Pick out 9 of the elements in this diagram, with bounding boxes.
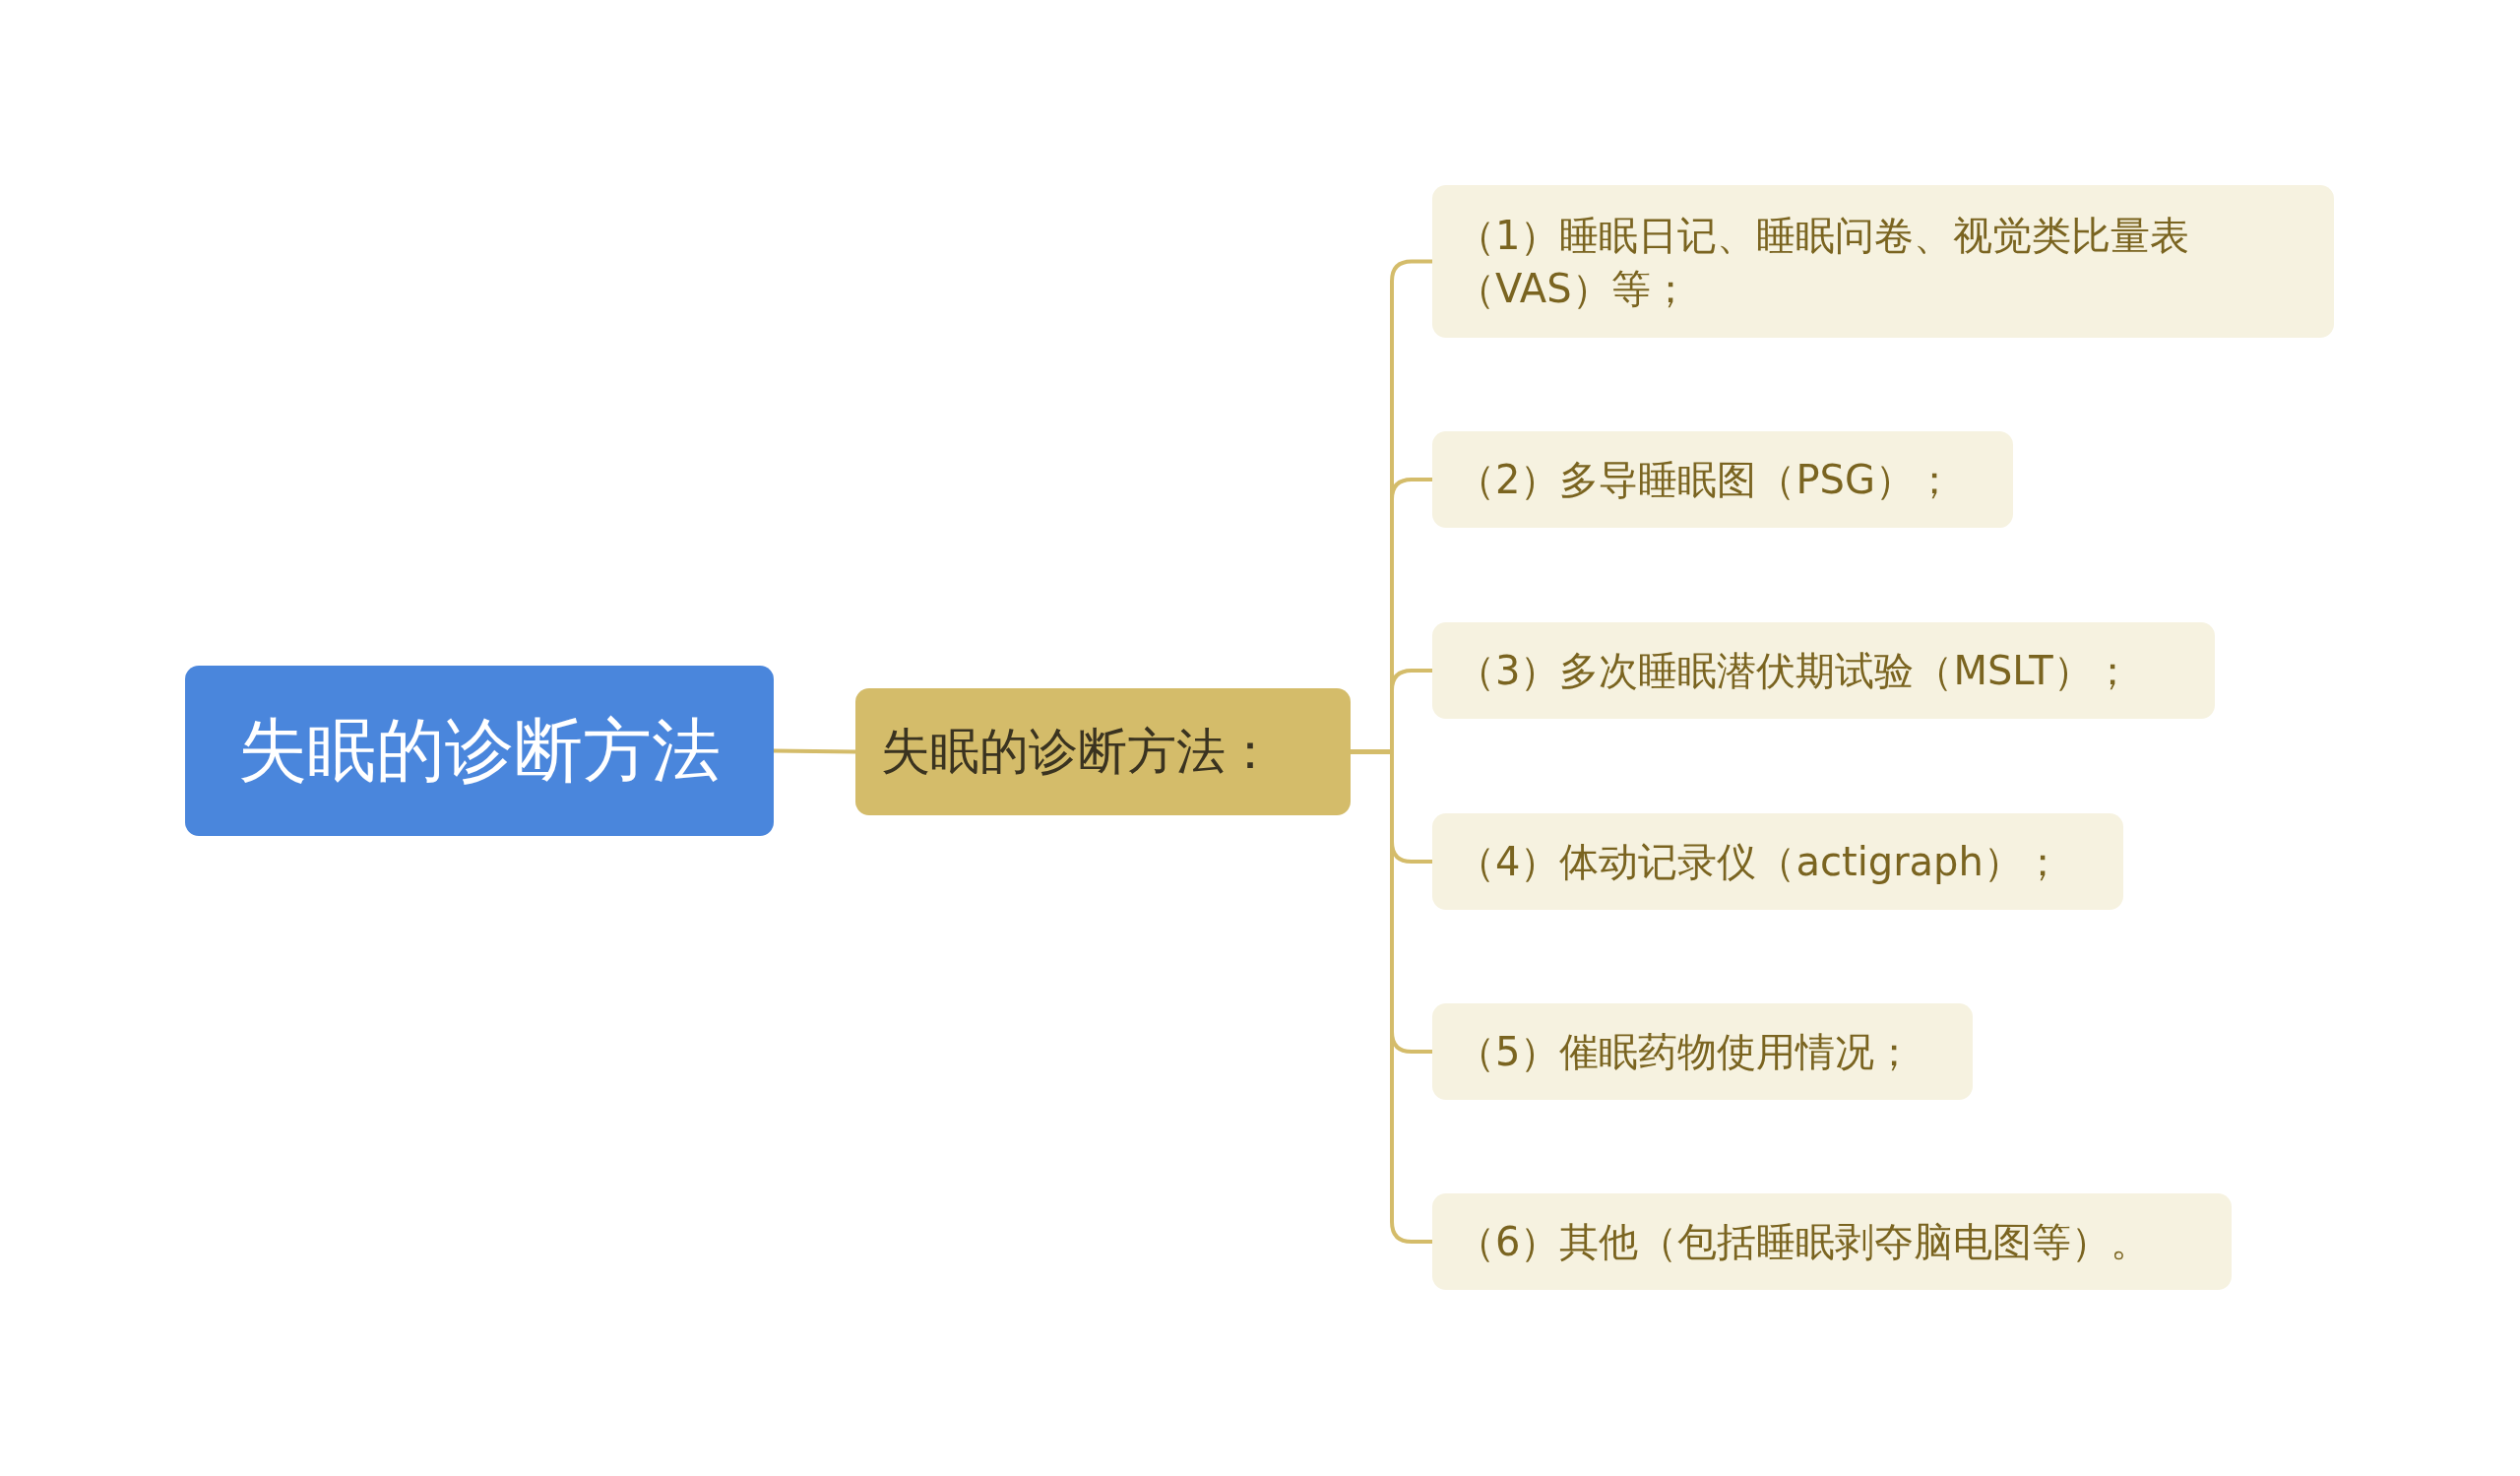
subtopic-box: 失眠的诊断方法： <box>855 688 1351 815</box>
item-box: （5）催眠药物使用情况； <box>1432 1003 1973 1100</box>
item-box: （6）其他（包括睡眠剥夺脑电图等）。 <box>1432 1193 2232 1290</box>
item-box: （4）体动记录仪（actigraph）； <box>1432 813 2123 910</box>
topic-box: 失眠的诊断方法 <box>185 666 774 836</box>
item-box: （3）多次睡眠潜伏期试验（MSLT）； <box>1432 622 2215 719</box>
connector-line <box>773 748 856 754</box>
item-box: （1）睡眠日记、睡眠问卷、视觉类比量表（VAS）等； <box>1432 185 2334 338</box>
item-box: （2）多导睡眠图（PSG）； <box>1432 431 2013 528</box>
